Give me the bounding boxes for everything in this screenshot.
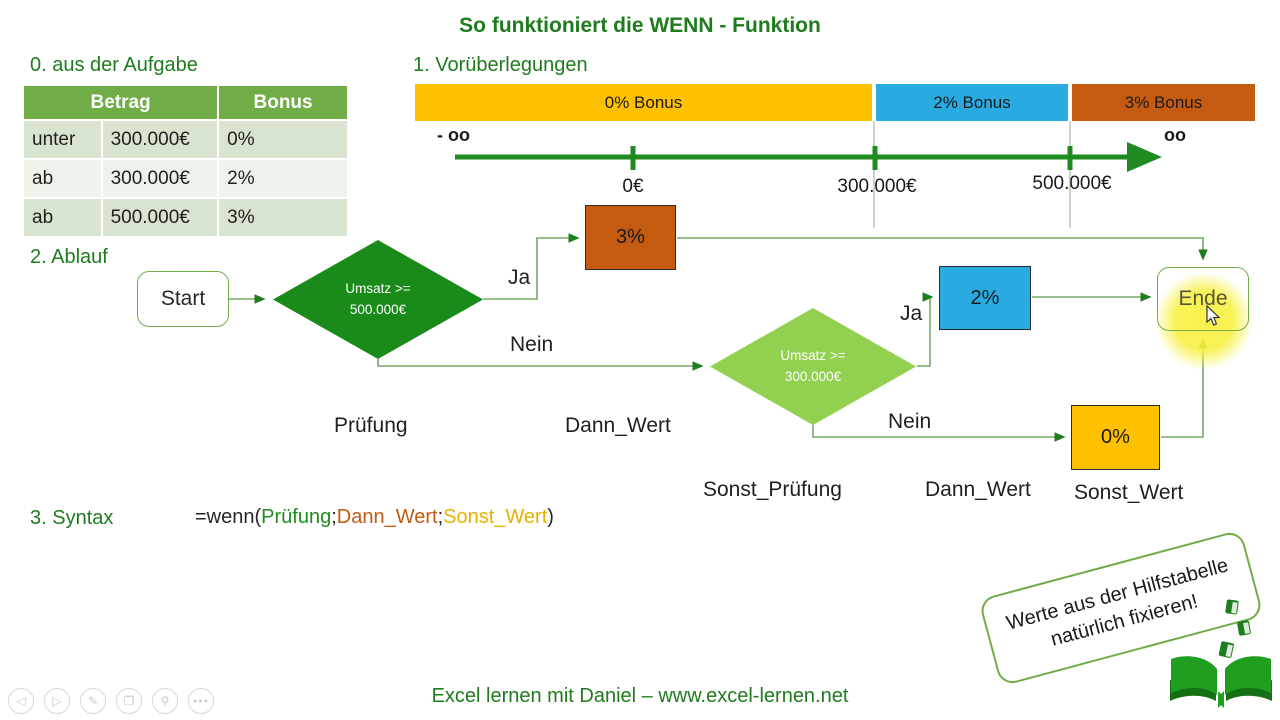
pos-infinity-label: oo: [1164, 125, 1186, 145]
pen-button[interactable]: ✎: [80, 688, 106, 714]
argument-label-dann-wert-2: Dann_Wert: [925, 478, 1031, 501]
presenter-controls: ◁ ▷ ✎ ❐ ⚲ ●●●: [8, 688, 214, 714]
flow-result-3-percent: 3%: [585, 205, 676, 270]
table-row: unter 300.000€ 0%: [22, 119, 349, 160]
formula-text: =wenn(Prüfung;Dann_Wert;Sonst_Wert): [195, 506, 554, 529]
flow-result-2-percent: 2%: [939, 266, 1031, 330]
neg-infinity-label: - oo: [437, 125, 470, 145]
cell-amount: 300.000€: [100, 119, 220, 160]
previous-slide-icon: ◁: [16, 694, 26, 708]
footer-branding: Excel lernen mit Daniel – www.excel-lern…: [431, 685, 849, 707]
see-all-slides-button[interactable]: ❐: [116, 688, 142, 714]
formula-part-sonst-wert: Sonst_Wert: [443, 506, 548, 528]
previous-slide-button[interactable]: ◁: [8, 688, 34, 714]
bonus-segment-2: 2% Bonus: [876, 84, 1068, 121]
cell-amount: 500.000€: [100, 197, 220, 238]
pen-icon: ✎: [87, 694, 99, 708]
formula-part: ;: [437, 506, 444, 528]
table-row: ab 500.000€ 3%: [22, 197, 349, 238]
column-header-bonus: Bonus: [217, 84, 349, 121]
next-slide-button[interactable]: ▷: [44, 688, 70, 714]
more-options-icon: ●●●: [193, 697, 209, 705]
cell-amount: 300.000€: [100, 158, 220, 199]
argument-label-sonst-wert: Sonst_Wert: [1074, 481, 1184, 504]
formula-part-dann-wert: Dann_Wert: [336, 506, 438, 528]
excel-lernen-book-logo: [1170, 599, 1272, 708]
highlight-glow: [1155, 271, 1253, 371]
formula-part: =wenn(: [195, 506, 262, 528]
table-header-row: Betrag Bonus: [21, 84, 349, 121]
cell-bonus: 3%: [217, 197, 349, 238]
decision-text-line2: 300.000€: [784, 368, 842, 384]
cell-qualifier: ab: [22, 158, 103, 199]
argument-label-dann-wert-1: Dann_Wert: [565, 414, 671, 437]
see-all-slides-icon: ❐: [123, 694, 135, 708]
argument-label-pruefung: Prüfung: [334, 414, 408, 437]
cell-qualifier: ab: [22, 197, 103, 238]
flow-decision-300k: Umsatz >= 300.000€: [710, 308, 916, 425]
flow-decision-500k: Umsatz >= 500.000€: [273, 240, 483, 359]
mouse-cursor-icon: [1206, 305, 1221, 326]
flow-start-node: Start: [137, 271, 229, 327]
cell-bonus: 0%: [217, 119, 349, 160]
section-heading-vorueberlegungen: 1. Vorüberlegungen: [413, 54, 588, 76]
decision-text-line1: Umsatz >=: [345, 281, 411, 297]
cell-bonus: 2%: [217, 158, 349, 199]
formula-part-pruefung: Prüfung: [261, 506, 332, 528]
helper-table: Betrag Bonus unter 300.000€ 0% ab 300.00…: [21, 84, 349, 238]
section-heading-ablauf: 2. Ablauf: [30, 246, 108, 268]
column-header-betrag: Betrag: [21, 84, 220, 121]
section-heading-aufgabe: 0. aus der Aufgabe: [30, 54, 198, 76]
flow-result-0-percent: 0%: [1071, 405, 1160, 470]
flow-end-node: Ende: [1155, 267, 1253, 371]
zoom-button[interactable]: ⚲: [152, 688, 178, 714]
bonus-segment-0: 0% Bonus: [415, 84, 872, 121]
decision-text-line1: Umsatz >=: [780, 348, 846, 364]
decision-text-line2: 500.000€: [349, 301, 407, 317]
more-options-button[interactable]: ●●●: [188, 688, 214, 714]
branch-label-ja-1: Ja: [508, 266, 531, 289]
numberline-tick-0: 0€: [622, 176, 644, 197]
cell-qualifier: unter: [22, 119, 103, 160]
flow-end-label: Ende: [1157, 267, 1249, 331]
section-heading-syntax: 3. Syntax: [30, 507, 114, 529]
branch-label-nein-2: Nein: [888, 410, 932, 433]
formula-part: ;: [331, 506, 337, 528]
next-slide-icon: ▷: [52, 694, 62, 708]
branch-label-nein-1: Nein: [510, 333, 554, 356]
numberline-tick-300: 300.000€: [837, 176, 917, 197]
zoom-icon: ⚲: [160, 694, 170, 708]
formula-part: ): [547, 506, 554, 528]
argument-label-sonst-pruefung: Sonst_Prüfung: [703, 478, 842, 501]
bonus-segment-3: 3% Bonus: [1072, 84, 1255, 121]
page-title: So funktioniert die WENN - Funktion: [459, 14, 821, 37]
table-row: ab 300.000€ 2%: [22, 158, 349, 199]
branch-label-ja-2: Ja: [900, 302, 923, 325]
numberline-tick-500: 500.000€: [1032, 173, 1112, 194]
